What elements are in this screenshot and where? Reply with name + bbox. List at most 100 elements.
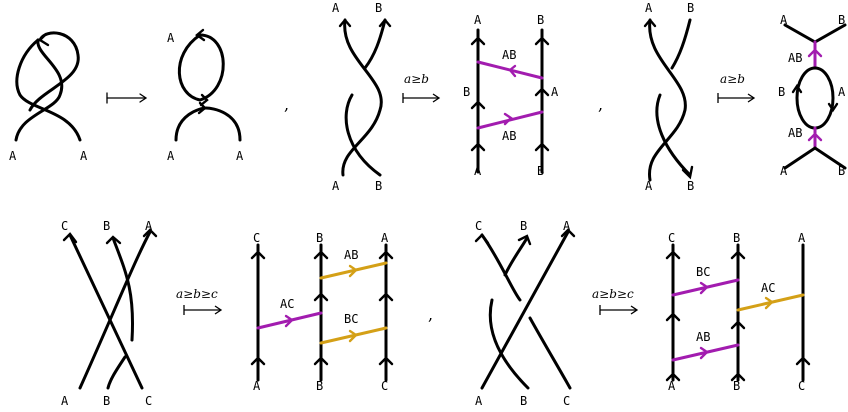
upper-arrow-icon [195, 28, 206, 42]
p4-top-b: B [103, 219, 110, 233]
arrow-b-icon [517, 234, 532, 246]
p2-condition: a≥b [404, 72, 429, 86]
p3-bot-a: A [645, 179, 653, 193]
p5-rhs-bot-b: B [733, 379, 740, 393]
p4-rhs-bot-c: C [381, 379, 388, 393]
panel-5-arrow [599, 305, 639, 315]
arrow-icon [378, 356, 394, 366]
p2-rhs-top-b: B [537, 13, 544, 27]
p5-edge-ac: AC [761, 281, 775, 295]
smoothed-lower-cap [174, 106, 242, 142]
gold-arrow-icon [348, 329, 358, 343]
purple-arrow-icon [699, 281, 709, 295]
purple-arrow-icon [807, 48, 823, 58]
strand-b-top [363, 18, 387, 70]
p3-bot-b: B [687, 179, 694, 193]
separator: , [598, 95, 603, 114]
p4-rhs-top-b: B [316, 231, 323, 245]
panel-3-lhs-crossing [643, 18, 694, 182]
p5-edge-bc: BC [696, 265, 710, 279]
rung-ac [256, 311, 323, 330]
p4-edge-ab: AB [344, 248, 358, 262]
p1-rhs-br: A [236, 149, 244, 163]
arrow-icon [470, 36, 486, 46]
arrow-icon [534, 142, 550, 152]
arrow-icon [534, 36, 550, 46]
loop-arrow-icon [38, 32, 50, 47]
labels: A A A A A , A B A B a≥b A B A B B A AB A… [9, 1, 846, 408]
arrow-b-icon [681, 165, 694, 180]
arrow-icon [470, 142, 486, 152]
p3-top-a: A [645, 1, 653, 15]
arrow-a-icon [560, 228, 576, 238]
strand-b-upper [503, 236, 529, 277]
mid-arrow-icon [199, 93, 209, 107]
top-fork [783, 23, 847, 44]
panel-2-rhs-ladder [470, 28, 550, 174]
rung-ab [319, 261, 388, 280]
p2-region-right: A [551, 85, 559, 99]
p3-edge-bottom: AB [788, 126, 802, 140]
arrow-b-icon [378, 18, 392, 28]
p5-bot-c: C [563, 394, 570, 408]
p5-bot-b: B [520, 394, 527, 408]
strand-c-lower [528, 316, 572, 390]
p2-top-b: B [375, 1, 382, 15]
arrow-icon [665, 372, 681, 382]
panel-4-arrow [183, 305, 223, 315]
arrow-icon [534, 87, 550, 97]
arrow-a-icon [338, 18, 352, 28]
p4-rhs-bot-a: A [253, 379, 261, 393]
p1-bottom-left: A [9, 149, 17, 163]
p3-region-right: A [838, 85, 846, 99]
p4-top-a: A [145, 219, 153, 233]
p1-bottom-right: A [80, 149, 88, 163]
rung-bc [319, 326, 388, 345]
arrow-c-icon [474, 233, 490, 245]
mid-arrow2-icon [197, 101, 207, 115]
purple-arrow-icon [503, 112, 513, 126]
strand-b-bottom [344, 93, 382, 177]
arrow-a-icon [142, 228, 158, 238]
p4-bot-b: B [103, 394, 110, 408]
arrow-icon [827, 102, 839, 113]
p3-condition: a≥b [720, 72, 745, 86]
p3-rhs-top-a: A [780, 13, 788, 27]
p5-rhs-bot-c: C [798, 379, 805, 393]
smoothed-upper-loop [177, 33, 225, 102]
purple-arrow-icon [508, 64, 517, 78]
arrow-icon [378, 292, 394, 302]
arrow-b-icon [105, 235, 122, 245]
strand-a [341, 18, 383, 177]
p2-rhs-bot-a: A [474, 164, 482, 178]
panel-2-lhs-crossing [338, 18, 392, 177]
strand-b-top [670, 18, 692, 70]
arrow-icon [665, 312, 681, 322]
panel-1-arrow [106, 92, 148, 104]
panel-5-rhs-ladder [665, 243, 811, 382]
p5-rhs-top-a: A [798, 231, 806, 245]
purple-arrow-icon [284, 314, 294, 328]
panel-5-lhs-triple [474, 228, 576, 390]
separator: , [284, 95, 289, 114]
p4-rhs-bot-b: B [316, 379, 323, 393]
arrow-icon [795, 356, 811, 366]
p5-edge-ab: AB [696, 330, 710, 344]
arrow-icon [250, 356, 266, 366]
p2-bot-b: B [375, 179, 382, 193]
panel-3-rhs-bubble [783, 23, 847, 170]
gold-arrow-icon [348, 264, 358, 278]
strand-a [480, 230, 570, 390]
p5-rhs-bot-a: A [668, 379, 676, 393]
p2-bot-a: A [332, 179, 340, 193]
p3-rhs-bot-a: A [780, 164, 788, 178]
panel-1-lhs-loop [14, 31, 82, 142]
p5-rhs-top-b: B [733, 231, 740, 245]
arrow-icon [730, 250, 746, 260]
p3-rhs-top-b: B [838, 13, 845, 27]
strand-b-lower [488, 298, 530, 390]
arrow-icon [665, 250, 681, 260]
strand-c [68, 233, 144, 390]
p2-rhs-top-a: A [474, 13, 482, 27]
panel-4-lhs-triple [62, 228, 158, 390]
